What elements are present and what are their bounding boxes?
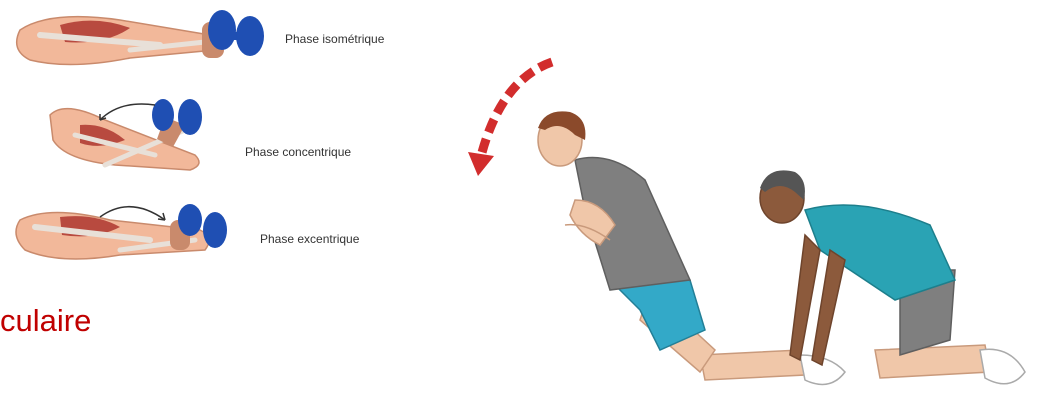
arm-isometric-illustration xyxy=(10,0,270,80)
muscle-phase-diagram: Phase isométrique Phase concentrique Pha… xyxy=(0,0,440,290)
arm-concentric-illustration xyxy=(45,95,255,185)
phase-isometric-label: Phase isométrique xyxy=(285,32,384,46)
arm-eccentric-illustration xyxy=(10,195,240,275)
phase-eccentric-label: Phase excentrique xyxy=(260,232,359,246)
nordic-hamstring-exercise-illustration xyxy=(448,0,1038,396)
phase-concentric-label: Phase concentrique xyxy=(245,145,351,159)
motion-arrow-icon xyxy=(468,62,552,176)
partner-figure xyxy=(760,170,1025,383)
slide-title-fragment: culaire xyxy=(0,303,91,339)
